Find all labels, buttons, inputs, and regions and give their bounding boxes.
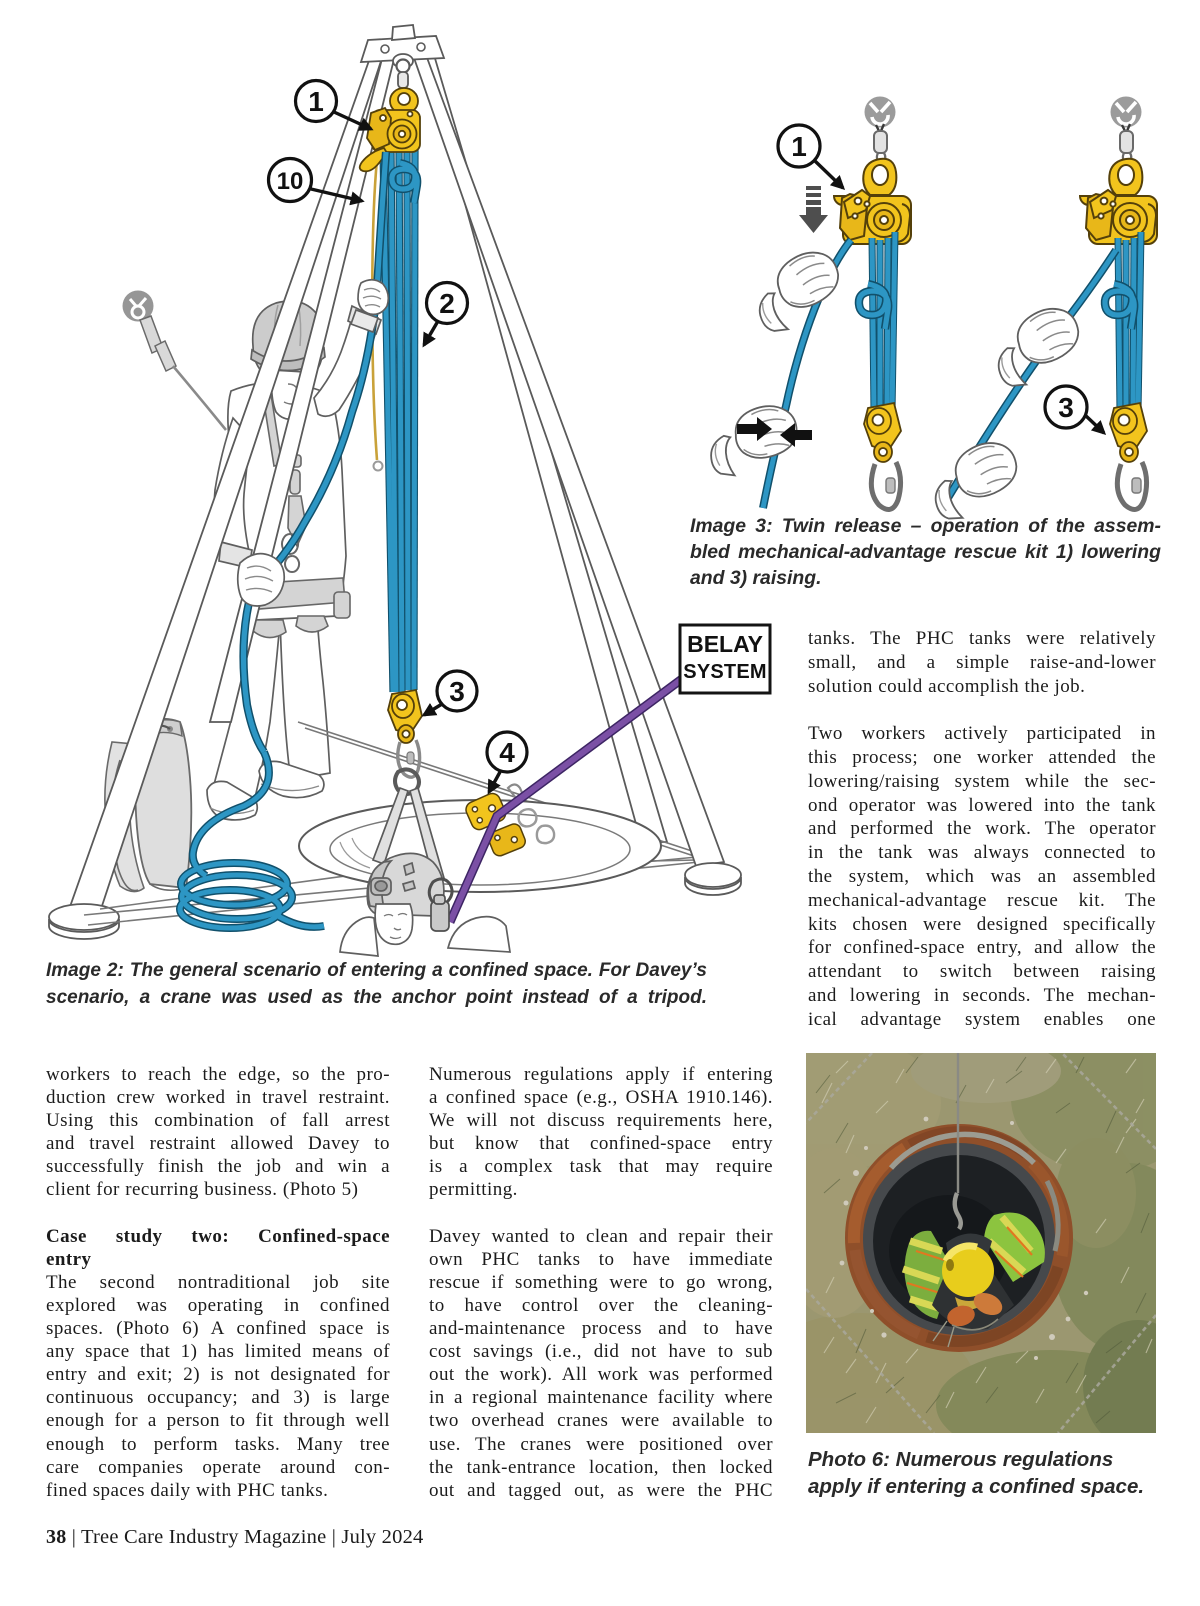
svg-text:10: 10 <box>277 168 304 195</box>
svg-text:3: 3 <box>1058 392 1074 423</box>
svg-text:SYSTEM: SYSTEM <box>683 661 766 683</box>
svg-text:2: 2 <box>439 288 455 319</box>
svg-text:BELAY: BELAY <box>687 631 763 657</box>
svg-text:4: 4 <box>499 737 515 768</box>
svg-text:1: 1 <box>791 131 807 162</box>
svg-text:3: 3 <box>449 676 465 707</box>
svg-text:1: 1 <box>308 86 324 117</box>
